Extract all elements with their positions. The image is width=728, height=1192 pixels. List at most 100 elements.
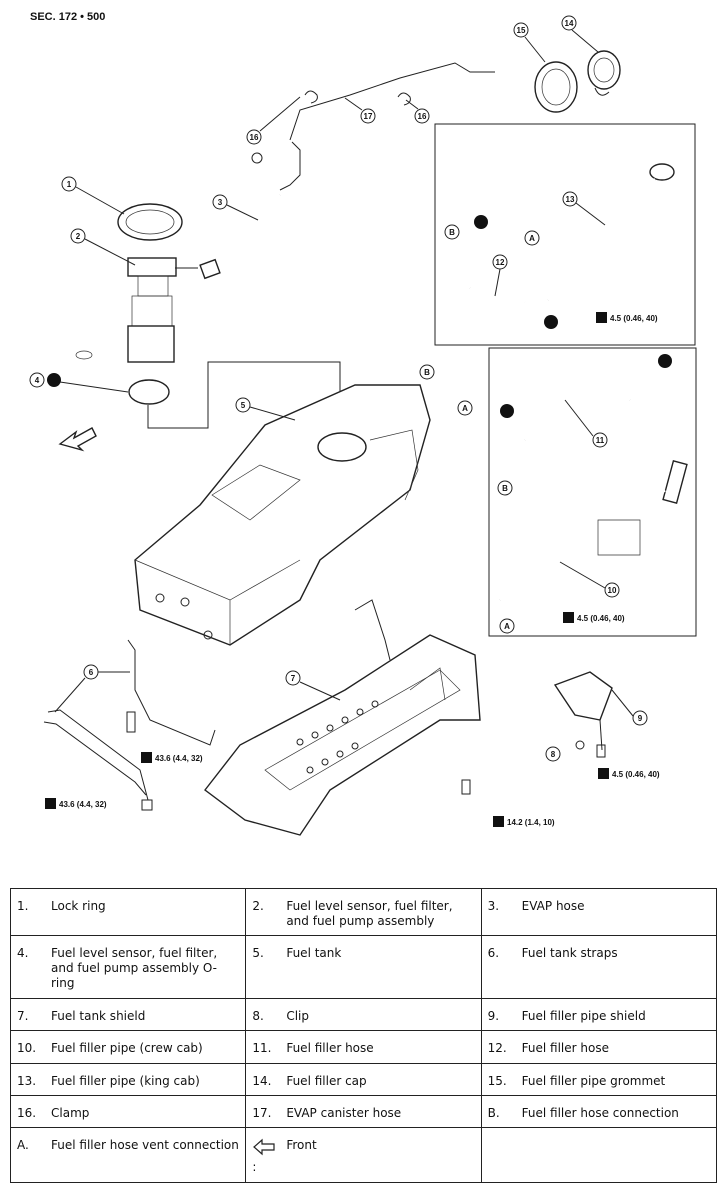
section-label: SEC. 172 • 500: [30, 11, 105, 23]
svg-text:17: 17: [364, 112, 373, 121]
legend-cell: :Front: [245, 1127, 482, 1183]
svg-text:B: B: [502, 484, 508, 493]
svg-text:13: 13: [566, 195, 575, 204]
do-not-reuse-icons: [47, 215, 672, 418]
svg-text:16: 16: [250, 133, 259, 142]
legend-row: 13.Fuel filler pipe (king cab) 14. Fuel fi…: [9, 1062, 718, 1097]
callout-labels: 1 2 3 4 5 6 7 8 9 10 11 12 13 14 15 16 1…: [29, 15, 648, 762]
svg-text:7: 7: [291, 674, 296, 683]
evap-canister-hose-drawing: [289, 62, 495, 141]
legend-row: 1. Lock ring 2.Fuel level sensor, fuel fil…: [9, 887, 718, 937]
svg-text:43.6 (4.4, 32): 43.6 (4.4, 32): [155, 754, 203, 763]
legend-cell: 10.Fuel filler pipe (crew cab): [9, 1030, 247, 1064]
legend-cell: 15. Fuel filler pipe grommet: [480, 1062, 718, 1097]
legend-item-label: Fuel tank shield: [51, 1009, 146, 1024]
svg-text:5: 5: [241, 401, 246, 410]
svg-text:11: 11: [596, 436, 605, 445]
legend-item-label: Fuel tank: [286, 946, 342, 961]
svg-text:16: 16: [418, 112, 427, 121]
legend-item-label: Fuel tank straps: [521, 946, 618, 961]
fuel-pump-assembly-drawing: [75, 257, 198, 363]
filler-pipe-king-cab-drawing: [546, 163, 675, 301]
legend-item-number: 14.: [252, 1073, 272, 1088]
legend-item-number: :: [252, 1160, 257, 1175]
legend-cell: 6. Fuel tank straps: [480, 935, 718, 1000]
legend-row: 4.Fuel level sensor, fuel filter, and fu…: [9, 935, 718, 1000]
legend-item-label: Fuel filler pipe (crew cab): [51, 1041, 203, 1056]
legend-cell: 16. Clamp: [9, 1095, 247, 1129]
legend-item-label: EVAP hose: [521, 899, 585, 913]
crew-cab-inset-frame: [488, 347, 697, 637]
legend-row: 16. Clamp 17. EVAP canister hose B.Fuel fill…: [9, 1095, 718, 1129]
legend-item-label: EVAP canister hose: [286, 1106, 402, 1121]
legend-item-number: 8.: [252, 1009, 264, 1024]
legend-item-label: Fuel filler cap: [286, 1073, 367, 1088]
legend-cell: [480, 1127, 718, 1183]
legend-item-number: 15.: [487, 1073, 507, 1088]
legend-item-number: 17.: [252, 1106, 272, 1121]
torque-labels: 4.5 (0.46, 40) 4.5 (0.46, 40) 4.5 (0.46,…: [45, 312, 660, 827]
legend-item-number: A.: [17, 1138, 29, 1153]
svg-text:43.6 (4.4, 32): 43.6 (4.4, 32): [59, 800, 107, 809]
svg-text:4.5 (0.46, 40): 4.5 (0.46, 40): [612, 770, 660, 779]
legend-cell: B.Fuel filler hose connection: [480, 1095, 718, 1129]
filler-pipe-crew-cab-drawing: [498, 460, 688, 602]
legend-item-number: 4.: [17, 946, 29, 961]
lock-ring-drawing: [117, 203, 183, 241]
o-ring-drawing: [128, 379, 170, 405]
svg-text:2: 2: [76, 232, 81, 241]
legend-item-number: 13.: [17, 1073, 37, 1088]
grommet-drawing: [534, 61, 578, 113]
clamp-right-drawing: [397, 92, 411, 106]
legend-cell: 4.Fuel level sensor, fuel filter, and fu…: [9, 935, 247, 1000]
evap-hose-segment: [279, 141, 301, 191]
legend-item-label: Fuel filler pipe grommet: [521, 1073, 666, 1088]
legend-item-number: 16.: [17, 1106, 37, 1121]
svg-text:10: 10: [608, 586, 617, 595]
legend-item-label: Fuel filler pipe shield: [521, 1009, 646, 1024]
svg-text:12: 12: [496, 258, 505, 267]
legend-cell: 2.Fuel level sensor, fuel filter, and fu…: [245, 887, 482, 937]
legend-cell: 5. Fuel tank: [245, 935, 482, 1000]
legend-item-number: 5.: [252, 946, 264, 961]
legend-item-number: 12.: [487, 1041, 507, 1056]
legend-cell: 1. Lock ring: [9, 887, 247, 937]
legend-item-label: Fuel level sensor, fuel filter, and fuel…: [286, 899, 453, 928]
fuel-tank-shield-drawing: [204, 599, 481, 836]
svg-text:14.2 (1.4, 10): 14.2 (1.4, 10): [507, 818, 555, 827]
exploded-parts-diagram: SEC. 172 • 500: [29, 11, 697, 836]
legend-cell: 14. Fuel filler cap: [245, 1062, 482, 1097]
svg-text:A: A: [504, 622, 510, 631]
legend-cell: A.Fuel filler hose vent connection: [9, 1127, 247, 1183]
svg-text:15: 15: [517, 26, 526, 35]
legend-item-label: Lock ring: [51, 899, 106, 913]
legend-cell: 12. Fuel filler hose: [480, 1030, 718, 1064]
filler-pipe-shield-drawing: [553, 671, 613, 721]
svg-text:B: B: [449, 228, 455, 237]
legend-cell: 11.Fuel filler hose: [245, 1030, 482, 1064]
legend-cell: 13.Fuel filler pipe (king cab): [9, 1062, 247, 1097]
front-arrow-icon: [253, 1139, 275, 1156]
legend-item-number: :: [252, 1138, 286, 1175]
legend-item-number: 1.: [17, 899, 29, 913]
legend-item-label: Fuel filler hose: [521, 1041, 609, 1056]
svg-text:4.5 (0.46, 40): 4.5 (0.46, 40): [610, 314, 658, 323]
legend-item-label: Clip: [286, 1009, 309, 1024]
front-arrow-icon: [58, 427, 97, 452]
svg-text:A: A: [462, 404, 468, 413]
legend-cell: 3.EVAP hose: [480, 887, 718, 937]
svg-text:14: 14: [565, 19, 574, 28]
legend-row: A.Fuel filler hose vent connection:Front: [9, 1127, 718, 1183]
legend-item-number: 6.: [487, 946, 500, 961]
svg-text:4: 4: [35, 376, 40, 385]
legend-cell: 9.Fuel filler pipe shield: [480, 998, 718, 1032]
svg-text:A: A: [529, 234, 535, 243]
legend-item-label: Fuel filler hose connection: [521, 1106, 679, 1121]
svg-text:9: 9: [638, 714, 643, 723]
legend-item-label: Clamp: [51, 1106, 90, 1121]
clamp-top-drawing: [304, 90, 318, 104]
svg-text:6: 6: [89, 668, 94, 677]
legend-item-label: Fuel filler hose: [286, 1041, 374, 1056]
parts-legend-table: 1. Lock ring 2.Fuel level sensor, fuel fil…: [9, 887, 718, 1183]
